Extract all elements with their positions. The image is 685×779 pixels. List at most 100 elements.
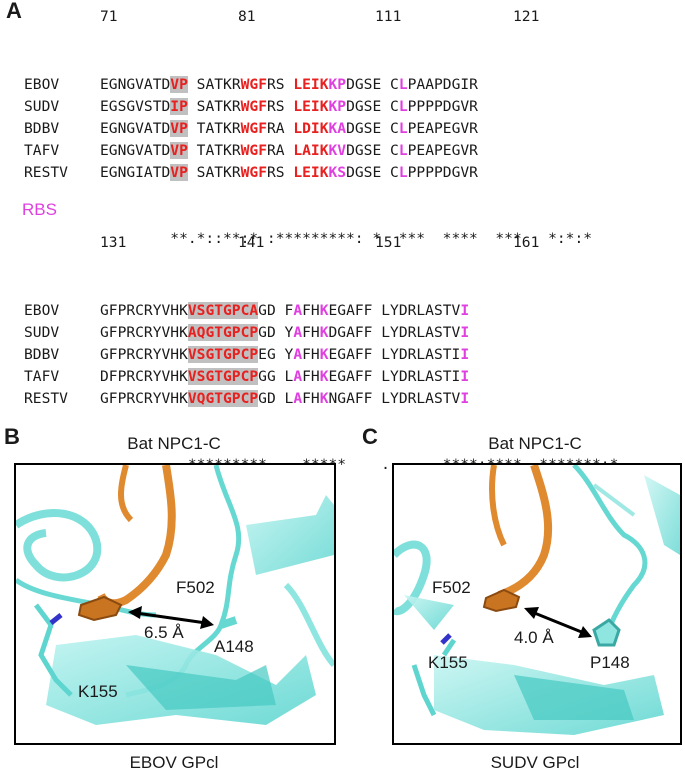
residue-label: P148 bbox=[590, 653, 630, 672]
sequence-segment: GFPRCRYVHK bbox=[100, 324, 188, 341]
sequence-segment: EGNGVATD bbox=[100, 120, 171, 137]
species-name: BDBV bbox=[24, 346, 60, 363]
protein-structure-render bbox=[16, 465, 334, 725]
sequence-segment: LYDRLASTV bbox=[381, 324, 461, 341]
sequence-segment: C bbox=[390, 76, 399, 93]
sequence-segment: RA bbox=[266, 142, 285, 159]
sequence-segment: FH bbox=[302, 368, 320, 385]
species-name: BDBV bbox=[24, 120, 60, 137]
sudv-caption: SUDV GPcl bbox=[490, 753, 580, 772]
sequence-segment: R bbox=[231, 120, 241, 137]
sequence-segment: PPPPDGVR bbox=[407, 164, 478, 181]
structure-image-sudv: F502 4.0 Å P148 K155 bbox=[392, 463, 682, 745]
sequence-segment: C bbox=[390, 98, 399, 115]
highlighted-residues: TK bbox=[214, 120, 232, 137]
sequence-segment: F bbox=[284, 302, 294, 319]
sequence-segment: R bbox=[231, 98, 241, 115]
sequence-segment: R bbox=[231, 164, 241, 181]
sequence-segment: LYDRLASTI bbox=[381, 346, 461, 363]
highlighted-residues: LDIK bbox=[293, 120, 329, 137]
highlighted-residues: I bbox=[460, 368, 470, 385]
sequence-segment: DGSE bbox=[346, 142, 382, 159]
panel-a-label: A bbox=[6, 0, 22, 23]
f502-label: F502 bbox=[176, 578, 215, 597]
sequence-segment: DGSE bbox=[346, 120, 382, 137]
highlighted-residues: A bbox=[293, 390, 303, 407]
highlighted-residues: KP bbox=[328, 76, 347, 93]
highlighted-residues: TK bbox=[214, 164, 232, 181]
npc1-caption: Bat NPC1-C bbox=[127, 434, 221, 453]
highlighted-residues: LEIK bbox=[293, 164, 329, 181]
species-name: TAFV bbox=[24, 368, 60, 385]
sequence-segment: PAAPDGIR bbox=[407, 76, 478, 93]
sequence-segment: EGNGVATD bbox=[100, 142, 171, 159]
panel-b-label: B bbox=[4, 424, 20, 449]
highlighted-residues: A bbox=[293, 346, 303, 363]
position-number: 71 bbox=[100, 8, 118, 25]
residue-label: A148 bbox=[214, 637, 254, 656]
sequence-segment: EGAFF bbox=[328, 368, 373, 385]
highlighted-residues: VP bbox=[170, 120, 188, 137]
sequence-segment: DGSE bbox=[346, 76, 382, 93]
position-number: 111 bbox=[375, 8, 402, 25]
highlighted-residues: VSGTGPCP bbox=[187, 346, 259, 363]
highlighted-residues: IP bbox=[170, 98, 188, 115]
sequence-segment: DGSE bbox=[346, 164, 382, 181]
sequence-segment: EGAFF bbox=[328, 346, 373, 363]
highlighted-residues: TK bbox=[214, 76, 232, 93]
sequence-segment: LYDRLASTI bbox=[381, 368, 461, 385]
highlighted-residues: KA bbox=[328, 120, 347, 137]
highlighted-residues: VSGTGPCP bbox=[187, 368, 259, 385]
highlighted-residues: L bbox=[398, 164, 408, 181]
position-number: 121 bbox=[513, 8, 540, 25]
sequence-segment: L bbox=[284, 368, 294, 385]
highlighted-residues: WGF bbox=[240, 120, 267, 137]
highlighted-residues: VP bbox=[170, 142, 188, 159]
highlighted-residues: VSGTGPCA bbox=[187, 302, 259, 319]
position-number: 81 bbox=[238, 8, 256, 25]
highlighted-residues: WGF bbox=[240, 142, 267, 159]
highlighted-residues: TK bbox=[214, 98, 232, 115]
highlighted-residues: WGF bbox=[240, 98, 267, 115]
species-name: EBOV bbox=[24, 302, 60, 319]
highlighted-residues: VP bbox=[170, 164, 188, 181]
highlighted-residues: I bbox=[460, 390, 470, 407]
sequence-segment: RS bbox=[266, 98, 285, 115]
sequence-segment: TA bbox=[196, 142, 215, 159]
highlighted-residues: LAIK bbox=[293, 142, 329, 159]
highlighted-residues: A bbox=[293, 368, 303, 385]
sequence-segment: EGSGVSTD bbox=[100, 98, 171, 115]
species-name: RESTV bbox=[24, 390, 68, 407]
highlighted-residues: K bbox=[319, 324, 329, 341]
sequence-segment: PPPPDGVR bbox=[407, 98, 478, 115]
sequence-segment: FH bbox=[302, 324, 320, 341]
sequence-segment: GD bbox=[258, 324, 276, 341]
highlighted-residues: KP bbox=[328, 98, 347, 115]
highlighted-residues: I bbox=[460, 324, 470, 341]
sequence-segment: R bbox=[231, 142, 241, 159]
highlighted-residues: L bbox=[398, 142, 408, 159]
sequence-segment: PEAPEGVR bbox=[407, 120, 478, 137]
position-number: 151 bbox=[375, 234, 402, 251]
highlighted-residues: L bbox=[398, 120, 408, 137]
k155-label: K155 bbox=[428, 653, 468, 672]
sequence-segment: C bbox=[390, 164, 399, 181]
conservation-line: **.*::**:* :*********: * *** **** *** *:… bbox=[100, 230, 593, 247]
species-name: RESTV bbox=[24, 164, 68, 181]
sequence-segment: NGAFF bbox=[328, 390, 373, 407]
sequence-segment: DGSE bbox=[346, 98, 382, 115]
k155-label: K155 bbox=[78, 682, 118, 701]
sequence-segment: DFPRCRYVHK bbox=[100, 368, 188, 385]
highlighted-residues: VQGTGPCP bbox=[187, 390, 259, 407]
highlighted-residues: K bbox=[319, 302, 329, 319]
sequence-segment: EG bbox=[258, 346, 276, 363]
highlighted-residues: I bbox=[460, 302, 470, 319]
f502-label: F502 bbox=[432, 578, 471, 597]
